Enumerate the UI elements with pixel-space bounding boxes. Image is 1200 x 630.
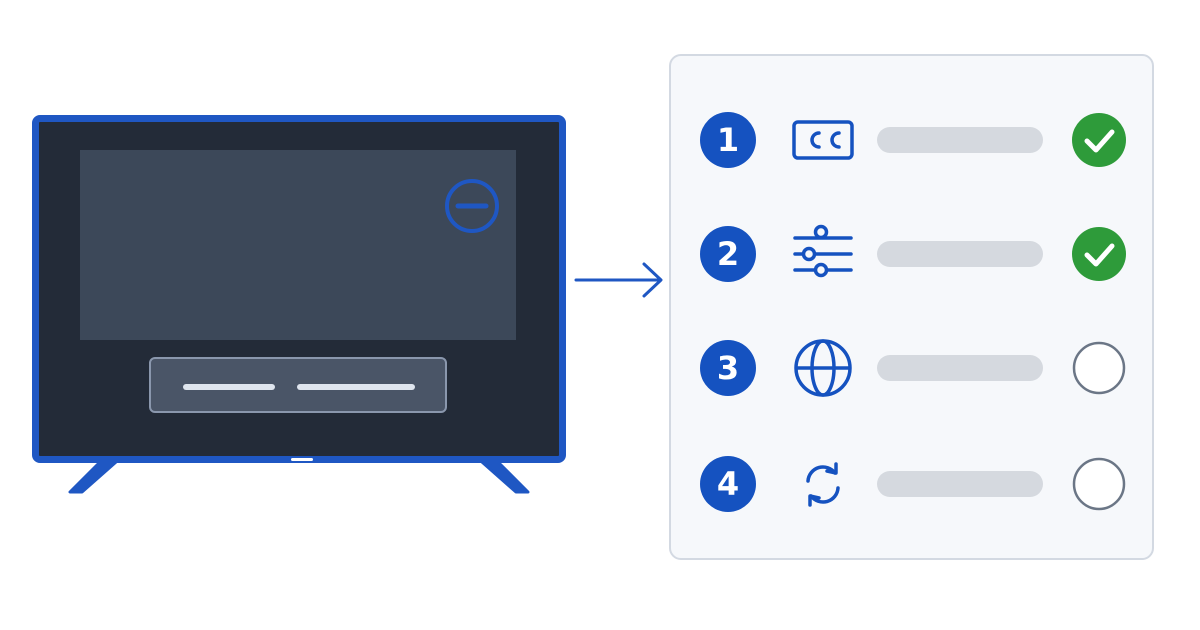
refresh-icon [806, 462, 840, 507]
power-indicator [291, 458, 313, 461]
pending-circle-icon [1072, 457, 1126, 511]
check-complete-icon [1072, 113, 1126, 167]
closed-captions-icon [792, 120, 854, 160]
step-4: 4 [671, 454, 1152, 514]
step-3: 3 [671, 338, 1152, 398]
steps-panel: 1 2 [669, 54, 1154, 560]
tv-screen [80, 150, 516, 340]
step-label-placeholder [877, 241, 1043, 267]
caption-bar [149, 357, 447, 413]
flow-arrow-icon [574, 262, 663, 298]
tv-frame [32, 115, 566, 463]
step-2: 2 [671, 224, 1152, 284]
step-number-badge: 4 [700, 456, 756, 512]
step-label-placeholder [877, 127, 1043, 153]
step-1: 1 [671, 110, 1152, 170]
sliders-icon [793, 224, 853, 278]
step-label-placeholder [877, 471, 1043, 497]
step-number-badge: 1 [700, 112, 756, 168]
pending-circle-icon [1072, 341, 1126, 395]
step-number-badge: 3 [700, 340, 756, 396]
step-number-badge: 2 [700, 226, 756, 282]
caption-line [183, 384, 275, 390]
step-label-placeholder [877, 355, 1043, 381]
no-signal-icon [445, 179, 499, 233]
caption-line [297, 384, 415, 390]
globe-icon [794, 339, 852, 397]
check-complete-icon [1072, 227, 1126, 281]
